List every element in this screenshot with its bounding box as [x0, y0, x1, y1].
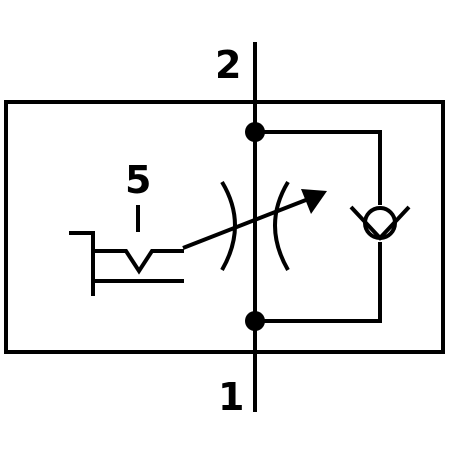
throttle-arc-left	[220, 180, 237, 271]
bypass-branch-line	[255, 130, 382, 323]
throttle-arc-right	[273, 180, 290, 271]
port-label-bottom: 1	[218, 375, 244, 419]
adjustment-arrow-head	[301, 189, 327, 214]
actuator-plunger	[69, 231, 184, 296]
adjustment-linkage-line	[182, 196, 312, 250]
actuator-label: 5	[125, 158, 151, 202]
check-valve-seat	[349, 205, 411, 241]
port-label-top: 2	[215, 43, 241, 87]
valve-body	[4, 100, 445, 354]
check-valve-ball	[363, 206, 397, 240]
